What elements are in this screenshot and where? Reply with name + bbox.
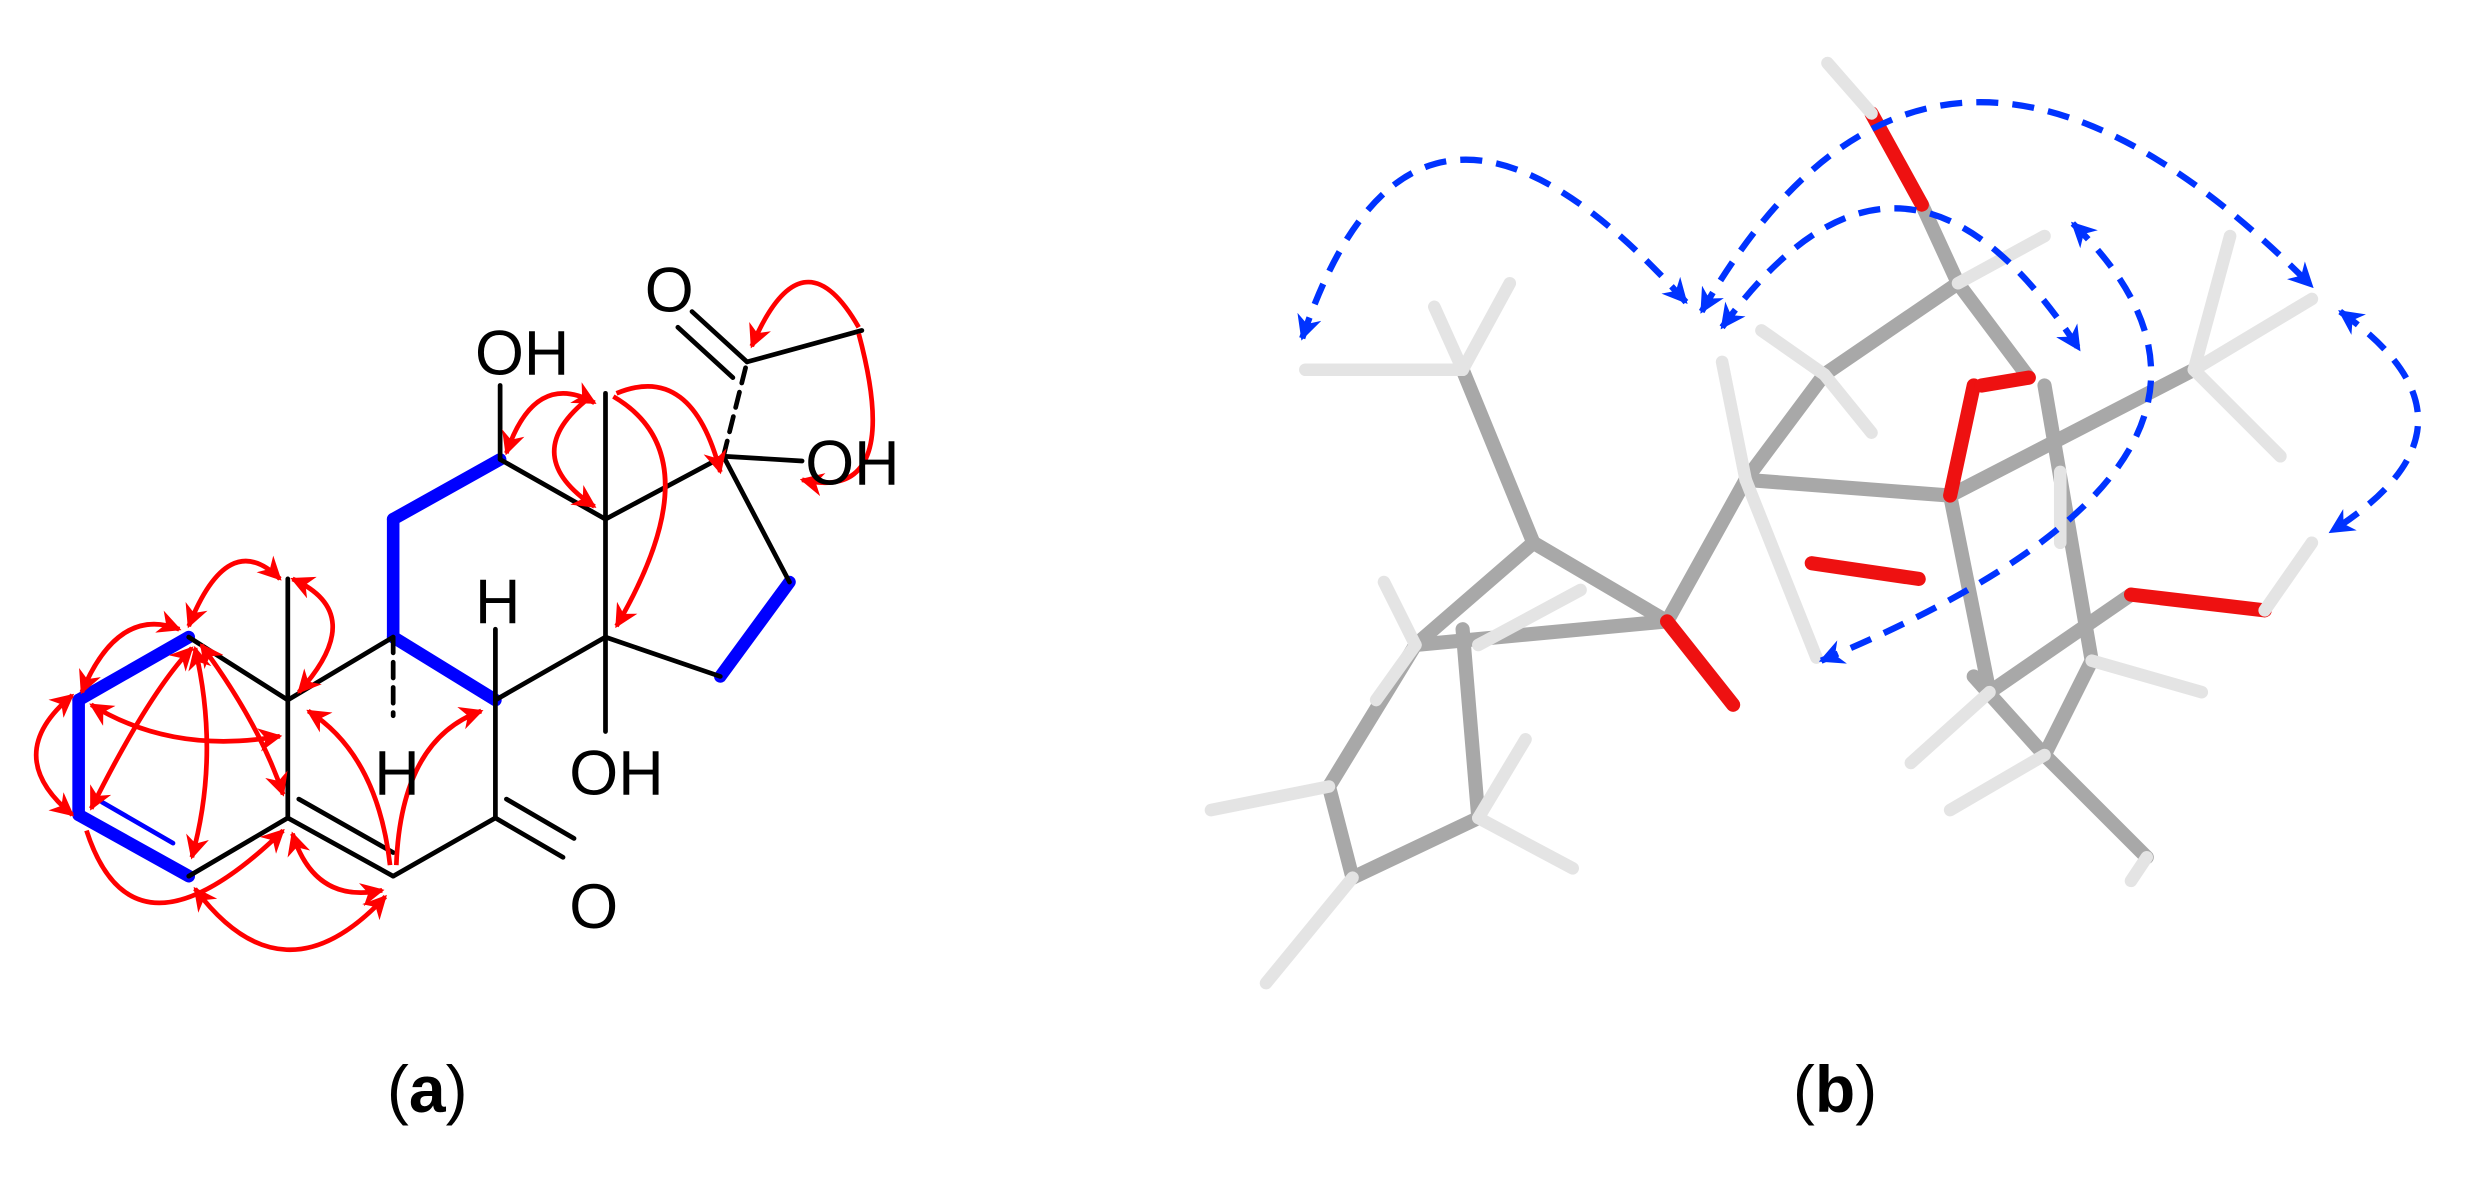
hmbc-arrow xyxy=(199,643,288,797)
hmbc-arrow xyxy=(185,555,282,629)
atom-label-oh-c14: OH xyxy=(569,738,663,808)
noesy-arrow xyxy=(1297,156,1689,341)
hmbc-arrow xyxy=(34,693,75,817)
caption-a: (a) xyxy=(387,1052,468,1126)
structure-2d: OH O OH H H OH O xyxy=(34,256,900,953)
hmbc-arrow xyxy=(193,886,388,953)
hmbc-arrow xyxy=(287,831,385,907)
atom-label-oh-c17: OH xyxy=(805,429,899,499)
noesy-arrow xyxy=(1698,99,2315,314)
noesy-arrow xyxy=(1818,221,2155,664)
noesy-arrow xyxy=(2328,308,2422,535)
hydrogen-bonds xyxy=(1204,56,2319,990)
hmbc-arrow xyxy=(612,394,668,629)
hmbc-arrow xyxy=(551,399,597,509)
hmbc-arrow xyxy=(84,828,285,906)
hmbc-arrow xyxy=(749,279,861,349)
cosy-bond-c3-c4 xyxy=(72,808,196,883)
hmbc-arrow xyxy=(306,709,393,866)
noesy-arrows xyxy=(1297,99,2422,664)
skeleton-bonds xyxy=(186,309,865,879)
atom-label-h-c8: H xyxy=(475,567,520,637)
atom-label-h-c9: H xyxy=(374,738,419,808)
atom-label-o-c20: O xyxy=(645,256,694,326)
atom-label-oh-c12: OH xyxy=(475,318,569,388)
hmbc-arrow xyxy=(186,645,212,860)
hmbc-arrows xyxy=(34,279,876,953)
cosy-bond-c11-c12 xyxy=(386,453,507,526)
oxygen-bonds xyxy=(1659,106,2272,712)
hmbc-arrow xyxy=(615,384,727,475)
cosy-bond-c8-c9 xyxy=(386,630,502,707)
hmbc-arrow xyxy=(290,576,336,694)
hmbc-arrow xyxy=(502,382,597,456)
hmbc-arrow xyxy=(393,706,484,866)
atom-label-o-c7: O xyxy=(569,872,618,942)
structure-3d xyxy=(1204,56,2422,990)
hmbc-arrow xyxy=(89,646,194,811)
caption-b: (b) xyxy=(1793,1052,1877,1126)
hmbc-arrow xyxy=(799,332,876,497)
cosy-bond-c15-c16 xyxy=(714,575,796,683)
